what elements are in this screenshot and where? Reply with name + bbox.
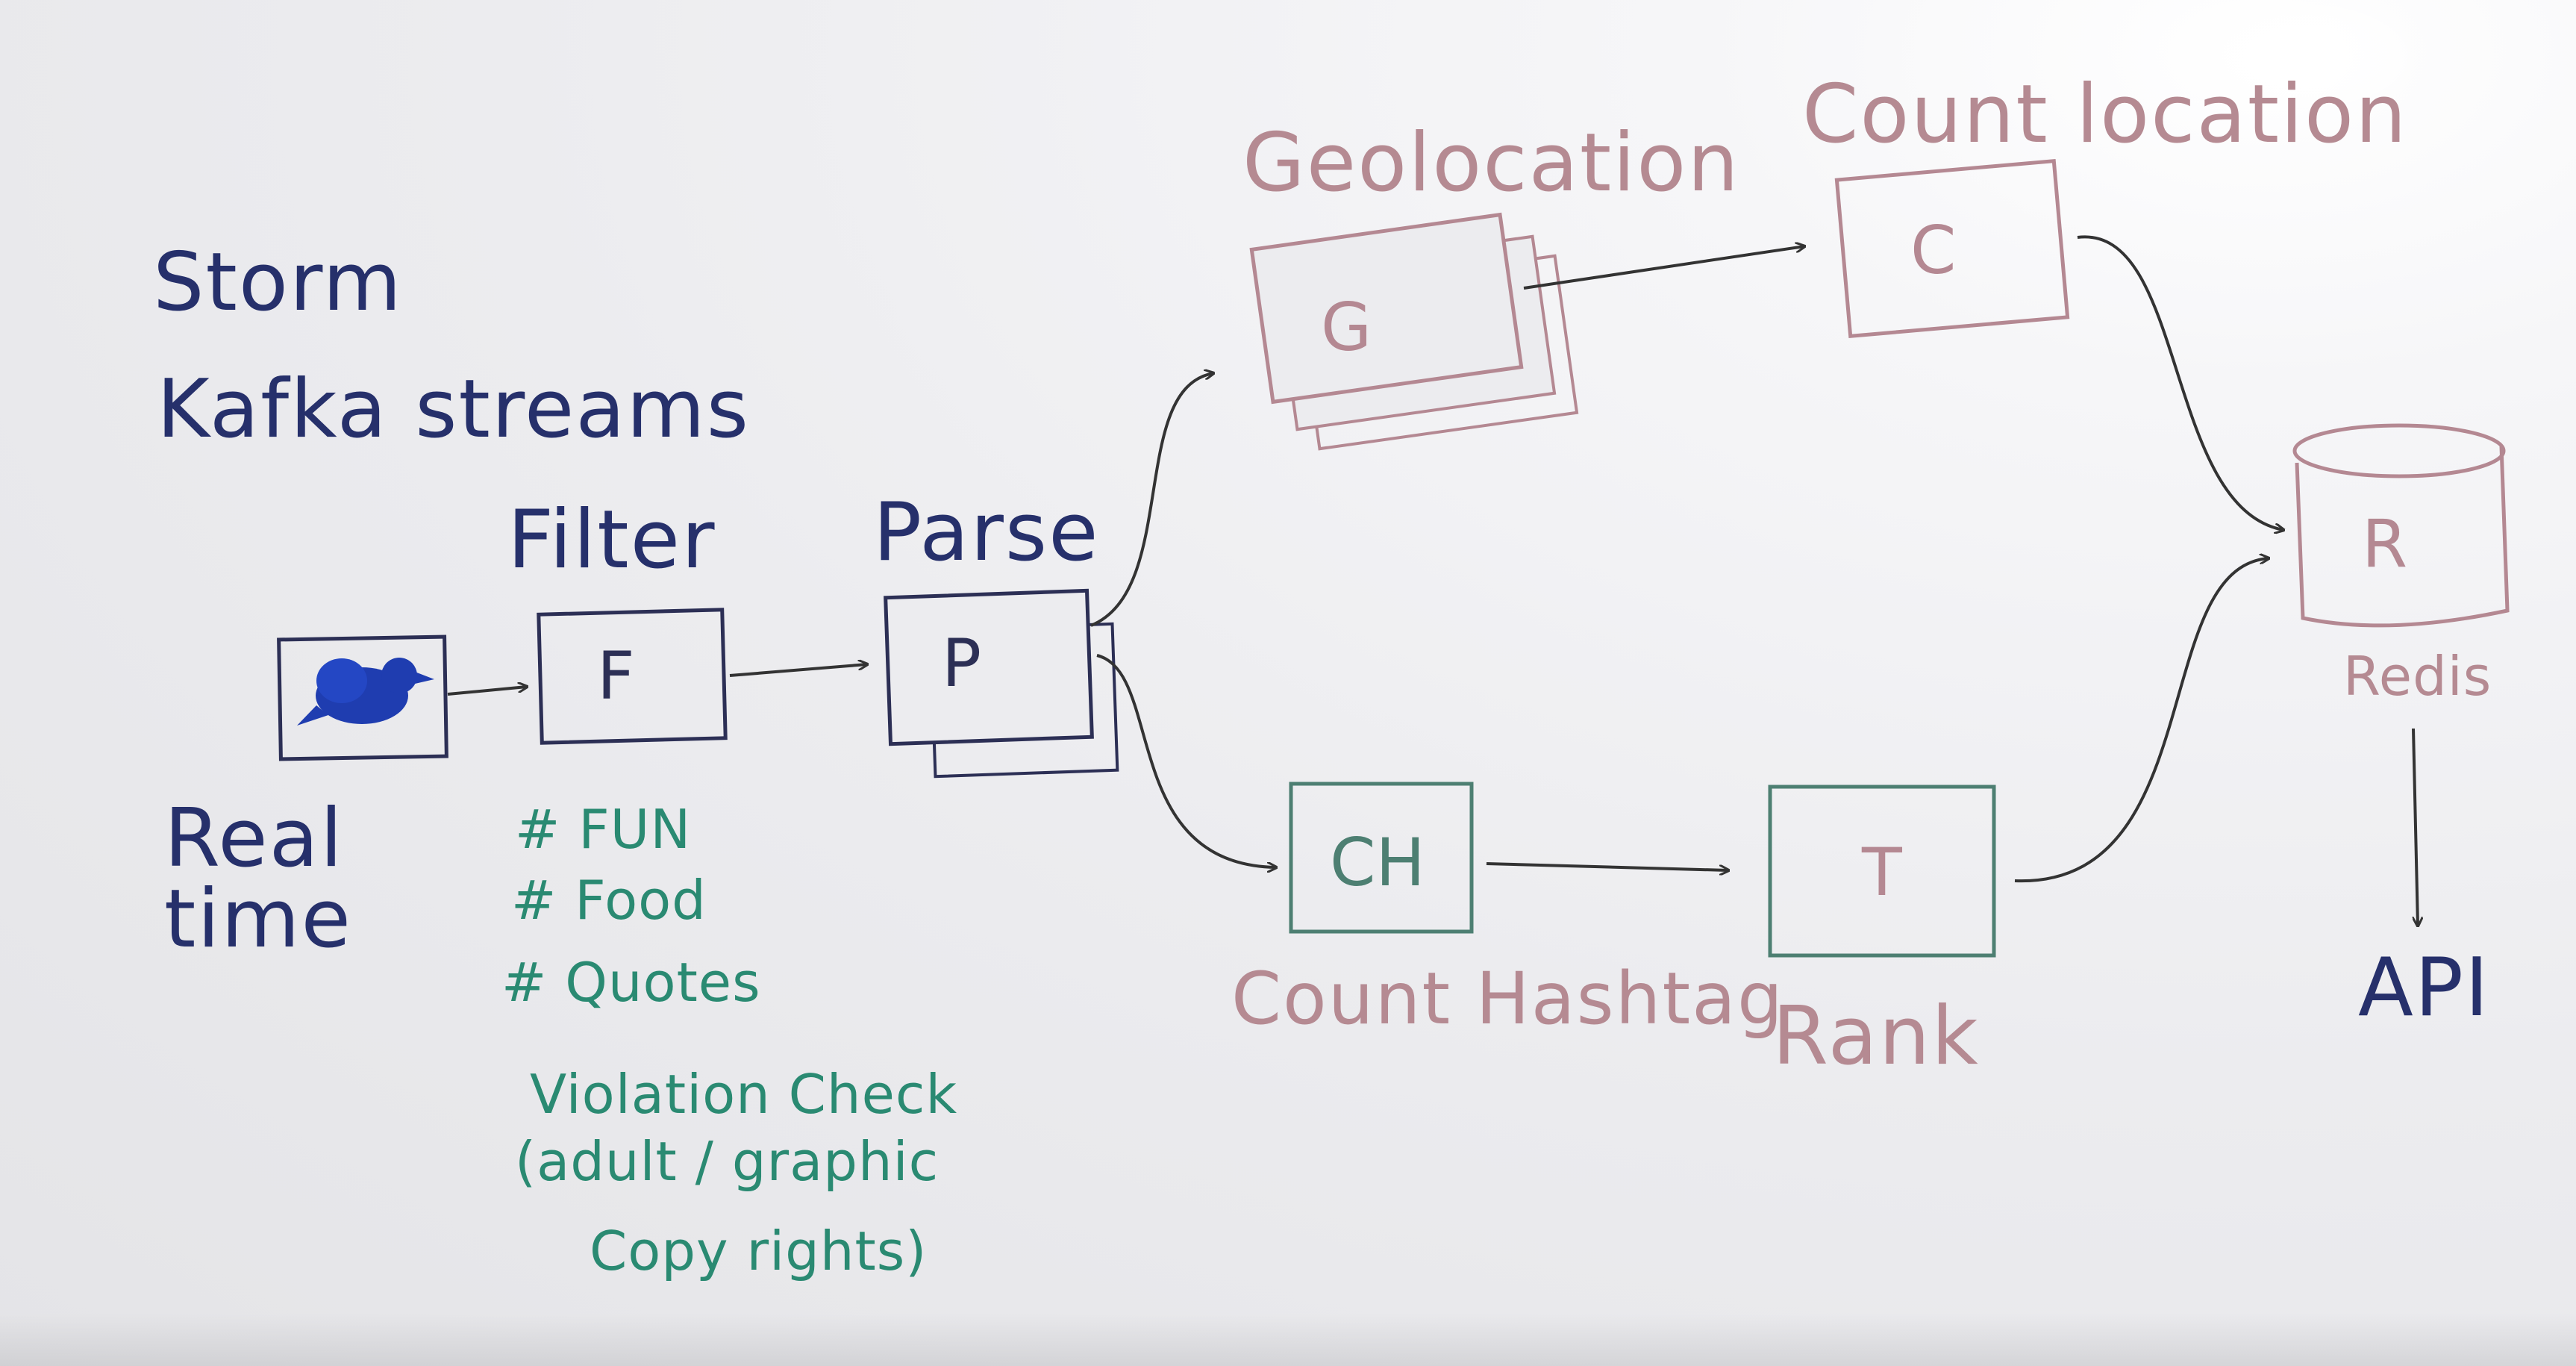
arrow-count-hashtag-to-rank bbox=[1486, 862, 1728, 870]
geolocation-node-letter: G bbox=[1321, 289, 1372, 366]
arrow-parse-to-geolocation bbox=[1090, 373, 1213, 627]
filter-title: Filter bbox=[507, 493, 716, 587]
geolocation-title: Geolocation bbox=[1242, 116, 1740, 210]
framework-storm: Storm bbox=[153, 236, 403, 329]
api-title: API bbox=[2358, 941, 2490, 1035]
count-location-box bbox=[1834, 158, 2070, 339]
framework-kafka-streams: Kafka streams bbox=[157, 363, 751, 456]
filter-box bbox=[537, 608, 728, 745]
source-box bbox=[277, 634, 448, 761]
redis-title: Redis bbox=[2343, 645, 2492, 708]
redis-cylinder bbox=[2292, 423, 2510, 628]
parse-title: Parse bbox=[873, 486, 1100, 579]
count-location-node-letter: C bbox=[1910, 212, 1957, 289]
filter-item-fun: # FUN bbox=[515, 798, 692, 861]
arrow-parse-to-count-hashtag bbox=[1096, 654, 1276, 867]
arrow-source-to-filter bbox=[447, 687, 527, 696]
violation-check-line-2: Copy rights) bbox=[590, 1220, 928, 1282]
rank-node-letter: T bbox=[1862, 834, 1902, 911]
arrow-count-location-to-redis bbox=[2077, 235, 2283, 530]
arrow-geolocation-to-count-location bbox=[1523, 246, 1804, 290]
rank-box bbox=[1768, 785, 1996, 958]
count-hashtag-node-letter: CH bbox=[1330, 824, 1425, 901]
bird-icon bbox=[297, 658, 434, 726]
filter-item-quotes: # Quotes bbox=[501, 951, 761, 1014]
filter-item-food: # Food bbox=[511, 869, 707, 932]
count-location-title: Count location bbox=[1802, 68, 2408, 161]
count-hashtag-title: Count Hashtag bbox=[1231, 957, 1784, 1041]
light-glare bbox=[2194, 0, 2418, 112]
source-label: Real time bbox=[164, 792, 353, 966]
redis-node-letter: R bbox=[2362, 505, 2408, 582]
violation-check-line-1: (adult / graphic bbox=[515, 1130, 940, 1193]
count-hashtag-box bbox=[1289, 782, 1474, 934]
arrow-redis-to-api bbox=[2412, 728, 2418, 926]
filter-node-letter: F bbox=[597, 637, 635, 714]
arrow-filter-to-parse bbox=[729, 664, 867, 677]
geolocation-box bbox=[1249, 212, 1524, 405]
parse-box bbox=[884, 588, 1094, 746]
violation-check-title: Violation Check bbox=[530, 1063, 958, 1126]
rank-title: Rank bbox=[1772, 990, 1980, 1083]
parse-node-letter: P bbox=[942, 625, 982, 702]
arrow-rank-to-redis bbox=[2014, 558, 2269, 883]
